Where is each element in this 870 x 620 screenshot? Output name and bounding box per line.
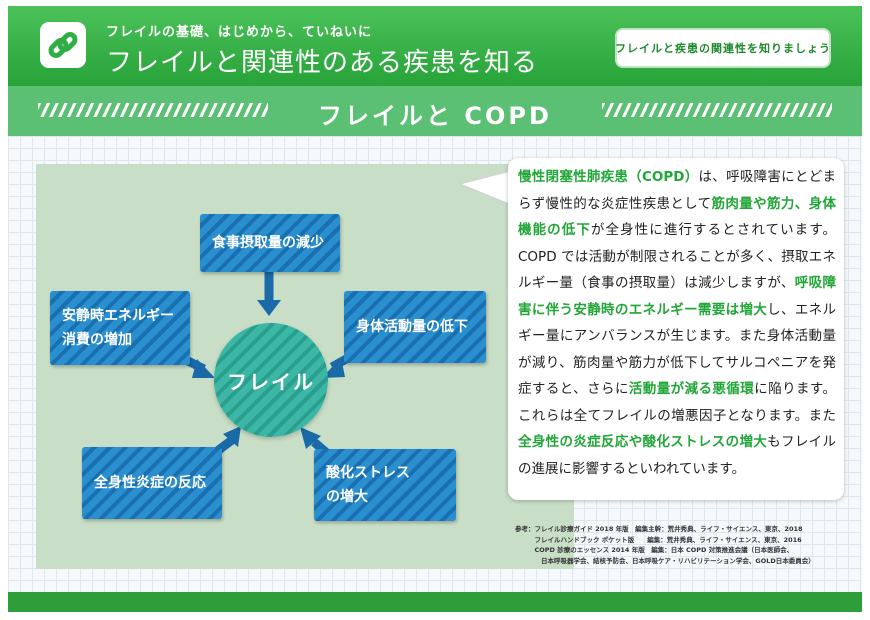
highlight-text: 活動量が減る悪循環 <box>628 381 755 397</box>
arrow-lower-right-head <box>300 427 321 449</box>
left-stripe-decoration <box>38 103 268 117</box>
highlight-text: 全身性の炎症反応や酸化ストレスの増大 <box>518 434 768 450</box>
reference-line: フレイルハンドブック ポケット版 編集：荒井秀典、ライフ・サイエンス、東京、20… <box>515 535 802 544</box>
frailty-center-circle: フレイル <box>214 323 328 437</box>
description-bubble: 慢性閉塞性肺疾患（COPD）は、呼吸障害にとどまらず慢性的な炎症性疾患として筋肉… <box>508 158 844 500</box>
factor-label: 全身性炎症の反応 <box>94 475 206 491</box>
section-title-band: フレイルと COPD <box>8 86 862 136</box>
page-title: フレイルと関連性のある疾患を知る <box>106 48 539 78</box>
factor-food-intake: 食事摂取量の減少 <box>200 214 340 272</box>
reference-line: COPD 診療のエッセンス 2014 年版 編集：日本 COPD 対策推進会議（… <box>515 546 794 554</box>
arrow-upper-left-head <box>192 359 215 378</box>
body-text-segment: もフレイルの進展に影響するといわれています。 <box>518 434 837 477</box>
factor-systemic-inflammation: 全身性炎症の反応 <box>82 447 222 519</box>
arrow-top-head <box>257 300 281 316</box>
section-title: フレイルと COPD <box>318 102 552 130</box>
reference-line: 日本呼吸器学会、結核予防会、日本呼吸ケア・リハビリテーション学会、GOLD日本委… <box>515 556 815 565</box>
factor-oxidative-stress: 酸化ストレス の増大 <box>314 449 456 521</box>
highlight-text: 筋肉量や筋力、身体機能の低下 <box>518 195 837 239</box>
speech-bubble-tail <box>460 170 514 206</box>
center-label: フレイル <box>227 369 315 394</box>
chain-link-icon <box>40 22 86 68</box>
body-text-segment: は、呼吸障害にとどまらず慢性的な炎症性疾患として <box>518 169 837 212</box>
factor-label: の増大 <box>326 489 368 505</box>
factor-resting-energy: 安静時エネルギー 消費の増加 <box>50 291 190 365</box>
footer-bar <box>8 592 862 612</box>
disease-relation-button[interactable]: フレイルと疾患の関連性を知りましょう <box>615 28 831 68</box>
body-text-segment: に陥ります。これらは全てフレイルの増悪因子となります。また <box>518 381 836 424</box>
factor-label: 身体活動量の低下 <box>356 319 468 335</box>
header-tagline: フレイルの基礎、はじめから、ていねいに <box>106 25 373 40</box>
right-stripe-decoration <box>602 103 832 117</box>
factor-physical-activity: 身体活動量の低下 <box>344 291 486 363</box>
description-text: 慢性閉塞性肺疾患（COPD）は、呼吸障害にとどまらず慢性的な炎症性疾患として筋肉… <box>518 164 836 482</box>
factor-label: 酸化ストレス <box>326 465 410 481</box>
factor-label: 消費の増加 <box>62 332 132 348</box>
frailty-factor-diagram: 食事摂取量の減少 安静時エネルギー 消費の増加 身体活動量の低下 全身性炎症の反… <box>36 164 574 569</box>
arrow-lower-left-head <box>223 426 241 447</box>
header-bar: フレイルの基礎、はじめから、ていねいに フレイルと関連性のある疾患を知る フレイ… <box>8 6 862 86</box>
factor-label: 安静時エネルギー <box>62 308 174 324</box>
highlight-text: 慢性閉塞性肺疾患（COPD） <box>518 169 699 185</box>
reference-line: 参考：フレイル診療ガイド 2018 年版 編集主幹：荒井秀典、ライフ・サイエンス… <box>515 525 803 533</box>
arrow-upper-right-head <box>322 357 345 378</box>
body-text-segment: が全身性に進行するとされています。COPD では活動が制限されることが多く、摂取… <box>518 222 836 291</box>
body-text-segment: し、エネルギー量にアンバランスが生じます。また身体活動量が減り、筋肉量や筋力が低… <box>518 301 837 398</box>
references: 参考：フレイル診療ガイド 2018 年版 編集主幹：荒井秀典、ライフ・サイエンス… <box>515 524 845 566</box>
highlight-text: 呼吸障害に伴う安静時のエネルギー需要は増大 <box>518 275 837 318</box>
factor-label: 食事摂取量の減少 <box>212 235 324 251</box>
